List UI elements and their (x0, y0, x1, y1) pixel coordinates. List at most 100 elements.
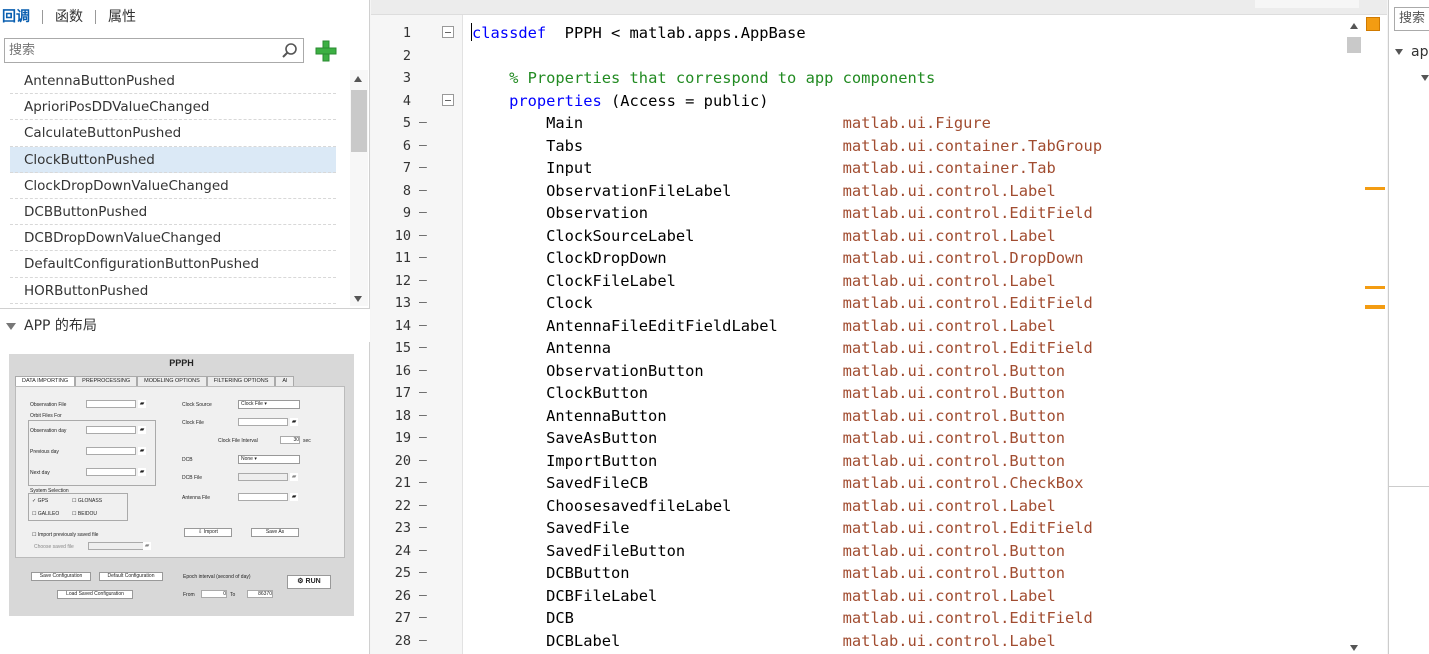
app-layout-thumbnail[interactable]: PPPH DATA IMPORTING PREPROCESSING MODELI… (9, 354, 354, 616)
code-text[interactable]: ChoosesavedfileLabel matlab.ui.control.L… (472, 495, 1056, 517)
breakpoint-marker[interactable]: — (419, 295, 427, 310)
breakpoint-marker[interactable]: — (419, 542, 427, 558)
callback-list-item[interactable]: AntennaButtonPushed (10, 68, 336, 95)
code-line[interactable]: 28— DCBLabel matlab.ui.control.Label (371, 630, 1387, 653)
code-line[interactable]: 7— Input matlab.ui.container.Tab (371, 157, 1387, 180)
callback-list-item[interactable]: DCBDropDownValueChanged (10, 225, 336, 252)
code-line[interactable]: 21— SavedFileCB matlab.ui.control.CheckB… (371, 472, 1387, 495)
callback-list-item[interactable]: HORButtonPushed (10, 278, 336, 304)
code-text[interactable]: DCBLabel matlab.ui.control.Label (472, 630, 1056, 652)
search-icon[interactable] (281, 42, 299, 60)
code-line[interactable]: 13— Clock matlab.ui.control.EditField (371, 292, 1387, 315)
code-line[interactable]: 5— Main matlab.ui.Figure (371, 112, 1387, 135)
code-line[interactable]: 8— ObservationFileLabel matlab.ui.contro… (371, 180, 1387, 203)
scroll-up-icon[interactable] (354, 76, 362, 82)
breakpoint-marker[interactable]: — (419, 137, 427, 153)
breakpoint-marker[interactable]: — (419, 227, 427, 243)
warning-marker[interactable] (1365, 187, 1385, 190)
warning-indicator-icon[interactable] (1366, 17, 1380, 31)
code-text[interactable]: ObservationFileLabel matlab.ui.control.L… (472, 180, 1056, 202)
scroll-up-icon[interactable] (1350, 23, 1358, 29)
code-text[interactable]: ImportButton matlab.ui.control.Button (472, 450, 1065, 472)
code-text[interactable]: AntennaFileEditFieldLabel matlab.ui.cont… (472, 315, 1056, 337)
breakpoint-marker[interactable]: — (419, 430, 427, 445)
code-line[interactable]: 25— DCBButton matlab.ui.control.Button (371, 562, 1387, 585)
warning-marker[interactable] (1365, 305, 1385, 309)
code-text[interactable]: SavedFileButton matlab.ui.control.Button (472, 540, 1065, 562)
callback-list-item[interactable]: DCBButtonPushed (10, 199, 336, 226)
code-text[interactable]: properties (Access = public) (472, 90, 768, 112)
code-text[interactable]: ObservationButton matlab.ui.control.Butt… (472, 360, 1065, 382)
breakpoint-marker[interactable]: — (419, 610, 427, 625)
code-text[interactable]: DCBFileLabel matlab.ui.control.Label (472, 585, 1056, 607)
code-text[interactable]: Clock matlab.ui.control.EditField (472, 292, 1093, 314)
component-search-input[interactable]: 搜索 (1394, 7, 1429, 31)
breakpoint-marker[interactable]: — (419, 497, 427, 513)
code-line[interactable]: 22— ChoosesavedfileLabel matlab.ui.contr… (371, 495, 1387, 518)
callback-list-item[interactable]: CalculateButtonPushed (10, 120, 336, 147)
breakpoint-marker[interactable]: — (419, 115, 427, 130)
scroll-down-icon[interactable] (354, 296, 362, 302)
breakpoint-marker[interactable]: — (419, 362, 427, 378)
code-text[interactable]: classdef PPPH < matlab.apps.AppBase (472, 22, 806, 44)
code-text[interactable]: Main matlab.ui.Figure (472, 112, 991, 134)
code-line[interactable]: 9— Observation matlab.ui.control.EditFie… (371, 202, 1387, 225)
code-fold-icon[interactable] (442, 93, 454, 106)
scrollbar-thumb[interactable] (351, 90, 367, 152)
code-text[interactable]: ClockFileLabel matlab.ui.control.Label (472, 270, 1056, 292)
editor-scrollbar[interactable] (1345, 15, 1363, 654)
breakpoint-marker[interactable]: — (419, 385, 427, 400)
code-fold-icon[interactable] (442, 26, 454, 38)
scroll-down-icon[interactable] (1350, 645, 1358, 651)
code-line[interactable]: 19— SaveAsButton matlab.ui.control.Butto… (371, 427, 1387, 450)
breakpoint-marker[interactable]: — (419, 565, 427, 580)
app-layout-header[interactable]: APP 的布局 (0, 308, 370, 342)
tab-callbacks[interactable]: 回调 (0, 10, 43, 24)
code-line[interactable]: 6— Tabs matlab.ui.container.TabGroup (371, 135, 1387, 158)
breakpoint-marker[interactable]: — (419, 182, 427, 198)
breakpoint-marker[interactable]: — (419, 520, 427, 535)
breakpoint-marker[interactable]: — (419, 272, 427, 288)
overview-ruler[interactable] (1363, 15, 1387, 654)
callback-list-scrollbar[interactable] (350, 70, 368, 306)
tab-functions[interactable]: 函数 (43, 10, 96, 24)
code-line[interactable]: 23— SavedFile matlab.ui.control.EditFiel… (371, 517, 1387, 540)
code-line[interactable]: 24— SavedFileButton matlab.ui.control.Bu… (371, 540, 1387, 563)
callback-search-input[interactable] (5, 39, 275, 62)
code-text[interactable]: SaveAsButton matlab.ui.control.Button (472, 427, 1065, 449)
breakpoint-marker[interactable]: — (419, 587, 427, 603)
tab-properties[interactable]: 属性 (108, 9, 136, 25)
code-line[interactable]: 10— ClockSourceLabel matlab.ui.control.L… (371, 225, 1387, 248)
code-text[interactable]: Input matlab.ui.container.Tab (472, 157, 1056, 179)
code-text[interactable]: ClockButton matlab.ui.control.Button (472, 382, 1065, 404)
code-text[interactable]: DCBButton matlab.ui.control.Button (472, 562, 1065, 584)
code-line[interactable]: 26— DCBFileLabel matlab.ui.control.Label (371, 585, 1387, 608)
expand-triangle-icon[interactable] (1421, 75, 1429, 81)
code-text[interactable]: AntennaButton matlab.ui.control.Button (472, 405, 1065, 427)
callback-list-item[interactable]: ClockButtonPushed (10, 146, 336, 173)
tree-root-label[interactable]: app (1411, 44, 1429, 60)
expand-triangle-icon[interactable] (1395, 49, 1403, 55)
code-line[interactable]: 11— ClockDropDown matlab.ui.control.Drop… (371, 247, 1387, 270)
collapse-triangle-icon[interactable] (6, 322, 16, 330)
code-text[interactable]: SavedFileCB matlab.ui.control.CheckBox (472, 472, 1083, 494)
callback-list-item[interactable]: DefaultConfigurationButtonPushed (10, 251, 336, 278)
code-text[interactable]: DCB matlab.ui.control.EditField (472, 607, 1093, 629)
warning-marker[interactable] (1365, 286, 1385, 289)
scrollbar-thumb[interactable] (1347, 37, 1361, 53)
code-text[interactable]: ClockDropDown matlab.ui.control.DropDown (472, 247, 1083, 269)
code-text[interactable]: Antenna matlab.ui.control.EditField (472, 337, 1093, 359)
code-line[interactable]: 14— AntennaFileEditFieldLabel matlab.ui.… (371, 315, 1387, 338)
breakpoint-marker[interactable]: — (419, 250, 427, 265)
breakpoint-marker[interactable]: — (419, 632, 427, 648)
breakpoint-marker[interactable]: — (419, 452, 427, 468)
callback-list-item[interactable]: AprioriPosDDValueChanged (10, 94, 336, 121)
code-line[interactable]: 20— ImportButton matlab.ui.control.Butto… (371, 450, 1387, 473)
code-text[interactable]: % Properties that correspond to app comp… (472, 67, 935, 89)
code-line[interactable]: 27— DCB matlab.ui.control.EditField (371, 607, 1387, 630)
code-line[interactable]: 18— AntennaButton matlab.ui.control.Butt… (371, 405, 1387, 428)
code-text[interactable]: SavedFile matlab.ui.control.EditField (472, 517, 1093, 539)
code-text[interactable]: Tabs matlab.ui.container.TabGroup (472, 135, 1102, 157)
code-line[interactable]: 2 (371, 45, 1387, 68)
